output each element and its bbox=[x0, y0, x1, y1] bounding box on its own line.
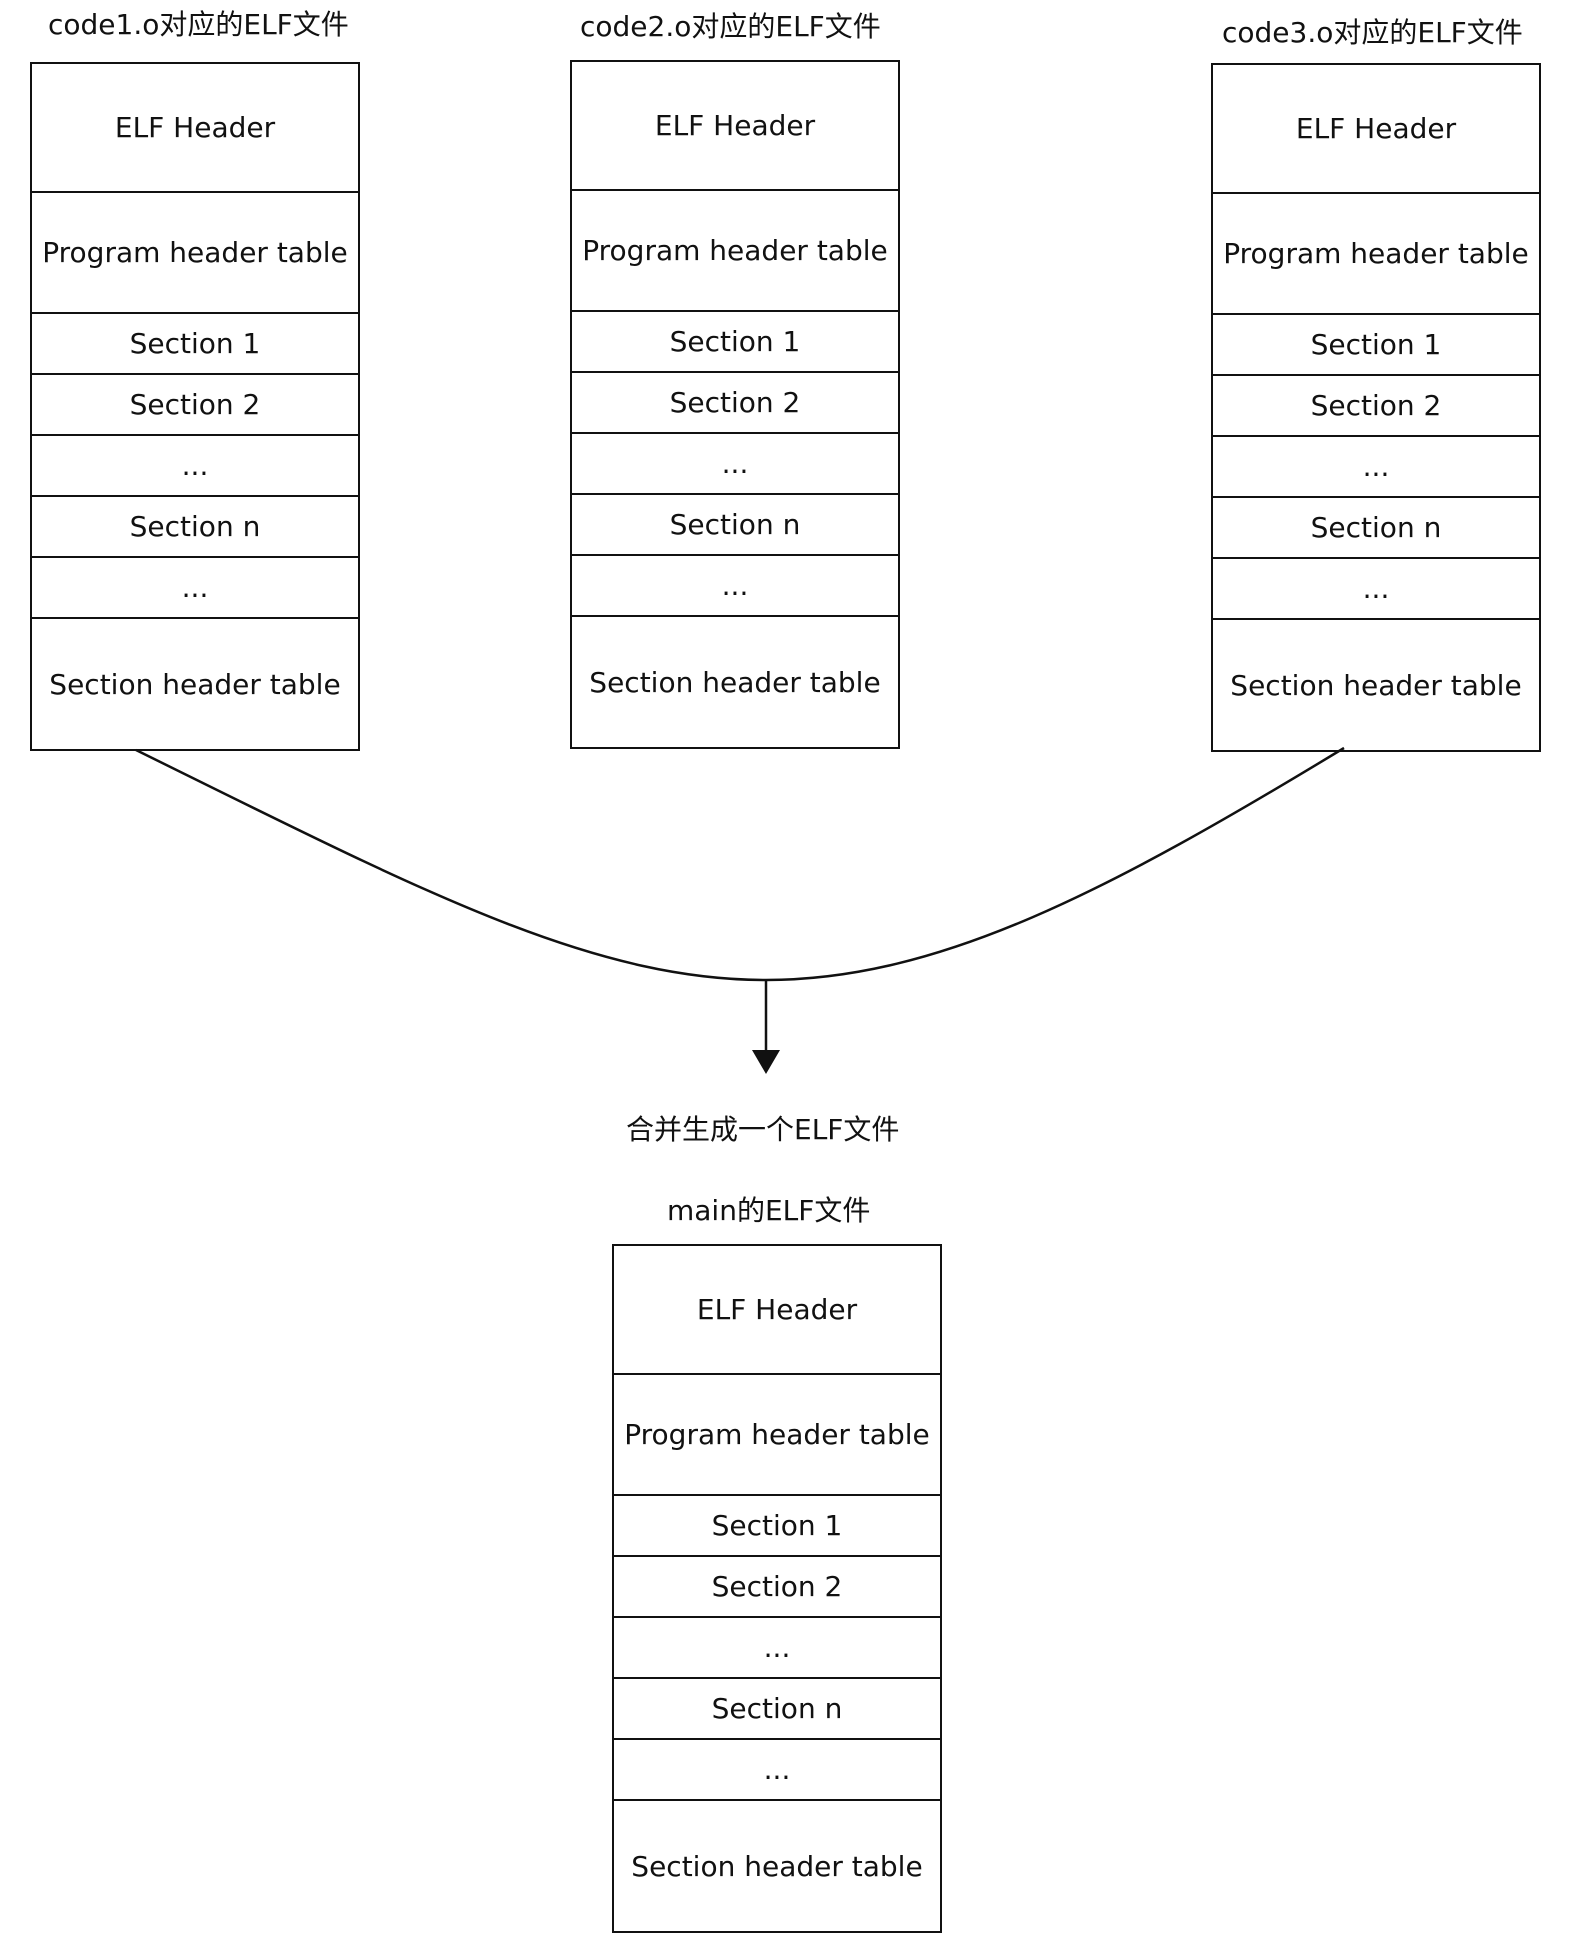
elf-file-block: ELF Header Program header table Section … bbox=[1211, 63, 1541, 752]
elf-file-block: ELF Header Program header table Section … bbox=[570, 60, 900, 749]
section-2-row: Section 2 bbox=[614, 1557, 940, 1618]
section-header-table-row: Section header table bbox=[631, 1849, 923, 1883]
output-elf-title: main的ELF文件 bbox=[667, 1194, 871, 1227]
elf-header-row: ELF Header bbox=[32, 64, 358, 193]
section-n-row: Section n bbox=[614, 1679, 940, 1740]
program-header-table-row: Program header table bbox=[32, 193, 358, 314]
elf-header-row: ELF Header bbox=[1213, 65, 1539, 194]
section-n-row: Section n bbox=[572, 495, 898, 556]
program-header-table-row: Program header table bbox=[614, 1375, 940, 1496]
section-1-row: Section 1 bbox=[614, 1496, 940, 1557]
section-2-row: Section 2 bbox=[1213, 376, 1539, 437]
ellipsis-row: ... bbox=[32, 436, 358, 497]
ellipsis-row: ... bbox=[614, 1618, 940, 1679]
merge-curve bbox=[135, 746, 1345, 982]
ellipsis-row: ... bbox=[1213, 559, 1539, 620]
section-2-row: Section 2 bbox=[32, 375, 358, 436]
elf-file-block: ELF Header Program header table Section … bbox=[30, 62, 360, 751]
section-n-row: Section n bbox=[32, 497, 358, 558]
merge-caption: 合并生成一个ELF文件 bbox=[626, 1113, 900, 1146]
section-n-row: Section n bbox=[1213, 498, 1539, 559]
elf-header-row: ELF Header bbox=[572, 62, 898, 191]
ellipsis-row: ... bbox=[1213, 437, 1539, 498]
section-1-row: Section 1 bbox=[1213, 315, 1539, 376]
program-header-table-row: Program header table bbox=[1213, 194, 1539, 315]
section-1-row: Section 1 bbox=[572, 312, 898, 373]
section-header-table-row: Section header table bbox=[1230, 668, 1522, 702]
ellipsis-row: ... bbox=[32, 558, 358, 619]
section-header-table-row: Section header table bbox=[49, 667, 341, 701]
elf-file-title: code3.o对应的ELF文件 bbox=[1222, 16, 1523, 49]
elf-header-row: ELF Header bbox=[614, 1246, 940, 1375]
merge-arrowhead-icon bbox=[752, 1050, 780, 1074]
ellipsis-row: ... bbox=[572, 556, 898, 617]
ellipsis-row: ... bbox=[614, 1740, 940, 1801]
elf-file-title: code2.o对应的ELF文件 bbox=[580, 10, 881, 43]
program-header-table-row: Program header table bbox=[572, 191, 898, 312]
output-elf-block: ELF Header Program header table Section … bbox=[612, 1244, 942, 1933]
section-1-row: Section 1 bbox=[32, 314, 358, 375]
elf-file-title: code1.o对应的ELF文件 bbox=[48, 8, 349, 41]
section-header-table-row: Section header table bbox=[589, 665, 881, 699]
ellipsis-row: ... bbox=[572, 434, 898, 495]
section-2-row: Section 2 bbox=[572, 373, 898, 434]
